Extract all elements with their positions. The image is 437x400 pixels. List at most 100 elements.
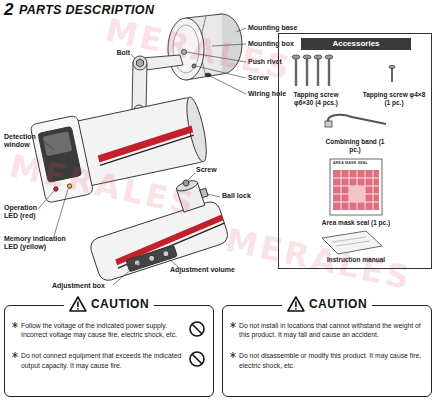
accessory-drawing	[292, 55, 300, 59]
accessory-drawing	[328, 115, 386, 125]
section-title: PARTS DESCRIPTION	[19, 3, 154, 17]
watermark: MERALES	[222, 222, 415, 297]
leader-line	[131, 54, 135, 59]
mounting-base	[192, 64, 196, 68]
accessory-label: Instruction manual	[299, 256, 413, 264]
watermark: MERALES	[6, 148, 199, 223]
accessory-drawing	[317, 58, 319, 86]
mounting-base	[168, 18, 204, 80]
camera-body	[96, 125, 195, 162]
leader-line	[207, 194, 220, 197]
caution-title: CAUTION	[309, 297, 367, 311]
caution-text: Follow the voltage of the indicated powe…	[21, 322, 177, 338]
caution-heading: CAUTION	[64, 296, 154, 312]
camera-rear-view	[162, 250, 170, 258]
camera-body	[70, 97, 203, 187]
warning-triangle	[288, 297, 304, 311]
camera-body	[38, 126, 82, 182]
accessory-label: Tapping screw φ6×30 (4 pcs.)	[283, 91, 349, 107]
caution-text: Do not install in locations that cannot …	[239, 322, 421, 338]
bullet-mark	[12, 322, 17, 328]
bullet-mark	[12, 352, 18, 358]
part-label: Ball lock	[222, 192, 251, 200]
camera-body	[67, 183, 72, 188]
bracket-arm	[137, 59, 144, 67]
bullet-mark	[230, 352, 236, 358]
caution-heading: CAUTION	[282, 296, 372, 312]
caution-box: CAUTIONFollow the voltage of the indicat…	[4, 305, 214, 397]
leader-line	[166, 256, 178, 267]
caution-item: Do not connect equipment that exceeds th…	[21, 351, 191, 369]
leader-line	[210, 76, 246, 94]
prohibition-symbol	[190, 322, 204, 366]
leader-line	[113, 262, 140, 285]
part-label: Screw	[196, 166, 217, 174]
accessory-drawing	[391, 68, 393, 82]
caution-item: Follow the voltage of the indicated powe…	[21, 321, 191, 339]
prohibition-symbol	[192, 324, 202, 334]
mounting-base	[182, 50, 187, 55]
accessory-drawing	[306, 58, 308, 86]
camera-rear-view	[134, 259, 142, 267]
section-number: 2	[4, 0, 13, 20]
part-label: Push rivet	[248, 58, 282, 66]
part-label: Memory indication LED (yellow)	[4, 235, 76, 251]
accessory-drawing	[295, 58, 297, 86]
camera-body	[98, 135, 196, 165]
bullet-mark	[230, 352, 235, 358]
accessory-label: Tapping screw φ4×8 (1 pc.)	[361, 91, 427, 107]
part-label: Screw	[248, 74, 269, 82]
seal-text: AREA MASK SEAL	[333, 161, 368, 165]
bullet-mark	[230, 322, 236, 328]
part-label: Adjustment volume	[170, 266, 235, 274]
camera-rear-view	[175, 179, 198, 193]
mounting-base	[186, 14, 222, 18]
accessory-drawing	[303, 55, 311, 59]
caution-title: CAUTION	[91, 297, 149, 311]
leader-line	[38, 191, 54, 209]
caution-item: Do not disassemble or modify this produc…	[239, 351, 433, 369]
warning-triangle	[77, 302, 79, 308]
accessory-drawing	[314, 55, 322, 59]
warning-triangle	[287, 296, 305, 312]
leader-line	[188, 173, 195, 180]
prohibition-symbol	[192, 354, 202, 364]
leader-line	[42, 140, 54, 150]
bracket-arm	[142, 55, 183, 70]
leader-line	[196, 66, 246, 78]
camera-body	[30, 90, 212, 203]
accessory-drawing	[330, 159, 382, 215]
accessories-box: AccessoriesTapping screw φ6×30 (4 pcs.) T…	[278, 33, 432, 269]
accessory-drawing	[332, 237, 370, 246]
leader-line	[236, 28, 246, 32]
part-label: Mounting box	[248, 40, 294, 48]
camera-body	[30, 115, 94, 203]
caution-box: CAUTIONDo not install in locations that …	[222, 305, 432, 397]
accessory-drawing	[333, 170, 379, 210]
leader-line	[186, 52, 246, 62]
box-heading: Accessories	[301, 38, 411, 50]
bracket-arm	[133, 56, 147, 70]
prohibition-symbol	[190, 352, 204, 366]
camera-rear-view	[148, 255, 156, 263]
bullet-mark	[230, 322, 235, 328]
leader-line	[38, 28, 246, 285]
caution-text: Do not connect equipment that exceeds th…	[21, 352, 181, 368]
part-label: Bolt	[100, 49, 130, 57]
caution-text: Do not disassemble or modify this produc…	[239, 352, 421, 368]
accessory-drawing	[333, 170, 379, 210]
warning-triangle	[70, 297, 86, 311]
leader-line	[212, 44, 246, 46]
part-label: Wiring hole	[248, 90, 286, 98]
leader-line	[54, 189, 68, 236]
bullet-mark	[12, 322, 18, 328]
accessory-label: Combining band (1 pc.)	[323, 138, 387, 154]
warning-triangle	[295, 308, 297, 310]
accessory-drawing	[328, 58, 330, 86]
part-label: Detection window	[4, 133, 48, 149]
warning-triangle	[295, 302, 297, 308]
part-label: Mounting base	[248, 24, 297, 32]
accessory-drawing	[389, 65, 395, 68]
